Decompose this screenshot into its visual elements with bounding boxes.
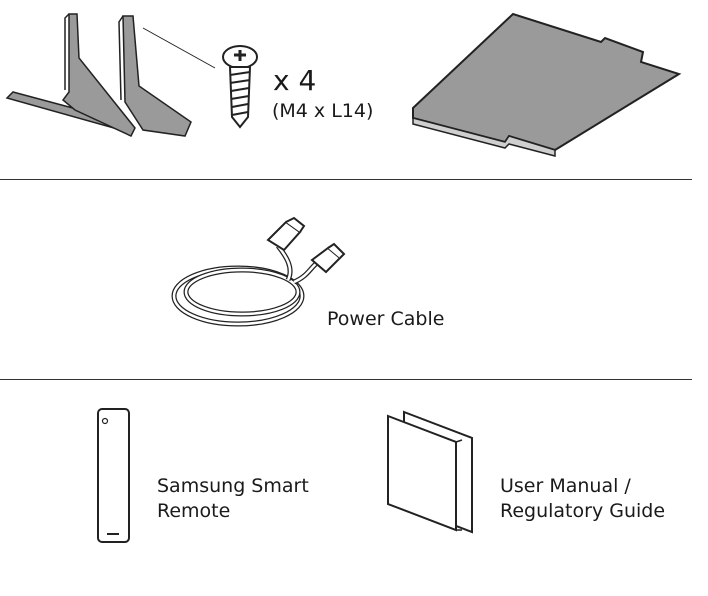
remote-label-line1: Samsung Smart: [157, 475, 309, 497]
flat-cover-plate-icon: [412, 12, 682, 157]
manual-label-line1: User Manual /: [500, 475, 631, 497]
section-divider-1: [0, 179, 692, 180]
remote-label-line2: Remote: [157, 500, 231, 522]
remote-control-icon: [97, 408, 130, 543]
manual-label-line2: Regulatory Guide: [500, 500, 666, 522]
power-cable-label: Power Cable: [327, 308, 445, 330]
screw-quantity: x 4: [273, 64, 317, 97]
tv-stand-legs-icon: [5, 13, 216, 137]
section-divider-2: [0, 379, 692, 380]
screw-icon: [222, 45, 258, 129]
screw-spec: (M4 x L14): [272, 100, 374, 122]
power-cable-icon: [171, 216, 346, 327]
manual-booklet-icon: [387, 410, 473, 534]
